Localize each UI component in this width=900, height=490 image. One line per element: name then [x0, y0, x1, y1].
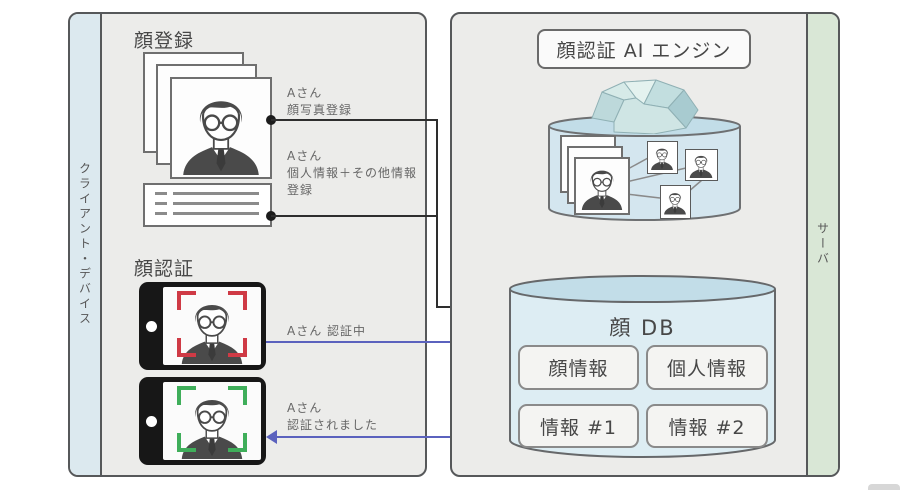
home-button-icon — [146, 321, 157, 332]
server-strip: サーバ — [806, 14, 838, 475]
auth-section-title: 顔認証 — [134, 258, 195, 280]
auth-response-line — [277, 436, 507, 438]
personal-info-form — [143, 183, 272, 227]
db-box-face-info: 顔情報 — [518, 345, 639, 390]
engine-photo-front — [574, 157, 630, 215]
face-icon — [687, 151, 715, 178]
db-box-info-1: 情報 #1 — [518, 404, 639, 448]
photo-card-front — [170, 77, 272, 179]
db-box-info-2: 情報 #2 — [646, 404, 768, 448]
tablet-authing — [139, 282, 266, 370]
page-fragment — [868, 484, 900, 490]
info-reg-label-3: 登録 — [287, 183, 314, 197]
face-db-title: 顔 DB — [609, 316, 676, 340]
auth-request-line — [266, 341, 494, 343]
ai-brain-icon — [591, 79, 699, 134]
tablet-screen — [163, 287, 261, 365]
db-box-personal-info: 個人情報 — [646, 345, 768, 390]
arrow-left-icon — [266, 430, 277, 444]
client-strip: クライアント・デバイス — [70, 14, 102, 475]
server-strip-label: サーバ — [815, 222, 830, 267]
match-thumb-2 — [685, 149, 718, 181]
photo-reg-line — [271, 119, 438, 121]
client-strip-label: クライアント・デバイス — [77, 162, 92, 327]
match-thumb-3 — [660, 185, 691, 219]
server-panel: サーバ 顔認証 AI エンジン — [450, 12, 840, 477]
registration-trunk-line — [436, 119, 438, 308]
client-device-panel: クライアント・デバイス 顔登録 顔認証 — [68, 12, 427, 477]
tablet-authed — [139, 377, 266, 465]
face-icon — [662, 187, 688, 216]
info-reg-line — [271, 215, 438, 217]
photo-reg-label-1: Aさん — [287, 86, 323, 100]
register-section-title: 顔登録 — [134, 30, 195, 52]
info-reg-label-1: Aさん — [287, 149, 323, 163]
ai-engine-title: 顔認証 AI エンジン — [537, 29, 751, 69]
home-button-icon — [146, 416, 157, 427]
focus-frame-green-icon — [177, 386, 247, 452]
tablet-screen — [163, 382, 261, 460]
face-icon — [578, 162, 626, 210]
match-thumb-1 — [647, 141, 678, 174]
authed-label-1: Aさん — [287, 401, 323, 415]
face-icon — [176, 85, 266, 175]
photo-reg-label-2: 顔写真登録 — [287, 103, 353, 117]
authing-label: Aさん 認証中 — [287, 324, 367, 338]
authed-label-2: 認証されました — [287, 418, 379, 432]
face-icon — [649, 143, 675, 171]
info-reg-label-2: 個人情報＋その他情報 — [287, 166, 418, 180]
focus-frame-red-icon — [177, 291, 247, 357]
